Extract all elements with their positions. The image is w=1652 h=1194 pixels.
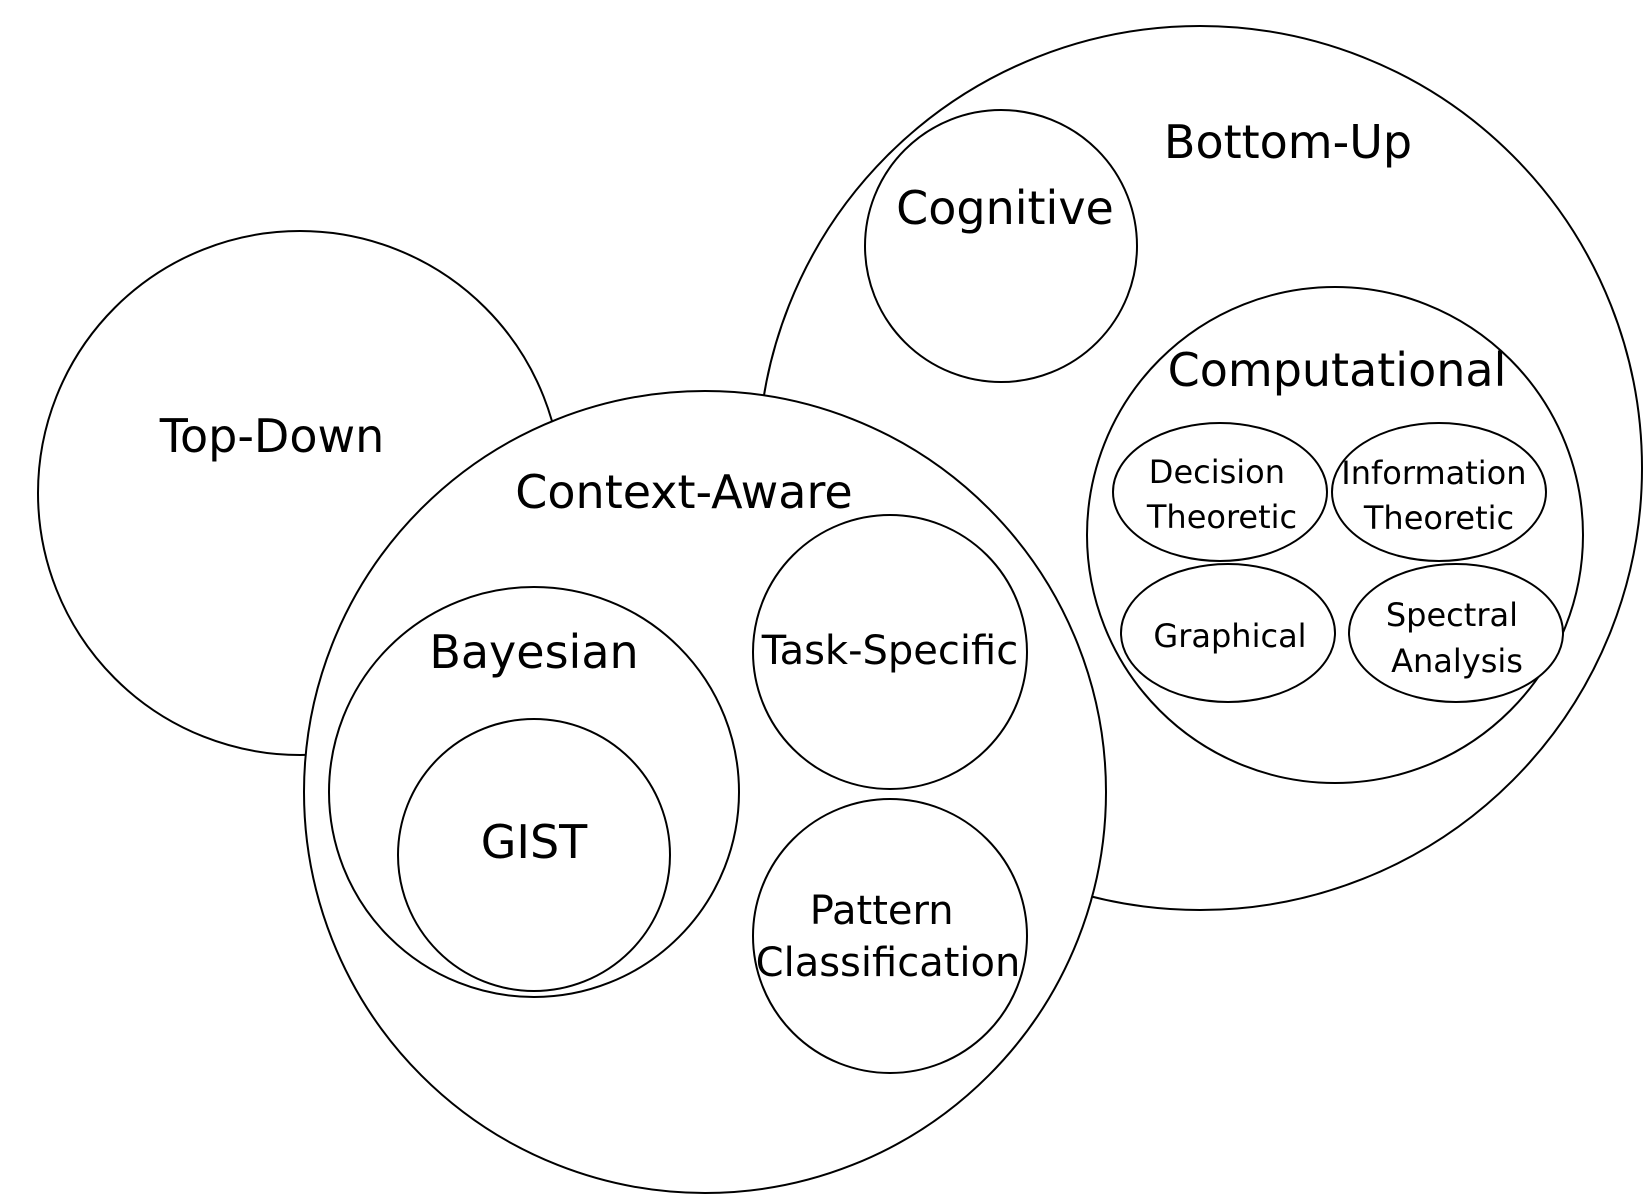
context-aware-label: Context-Aware <box>515 465 852 519</box>
spectral-analysis-label: Spectral Analysis <box>1386 596 1528 680</box>
information-theoretic-ellipse <box>1331 422 1547 562</box>
task-specific-circle <box>752 514 1028 790</box>
top-down-label: Top-Down <box>159 409 385 463</box>
cognitive-label: Cognitive <box>896 181 1114 235</box>
computational-label: Computational <box>1168 343 1507 397</box>
decision-theoretic-label: Decision Theoretic <box>1146 453 1297 536</box>
gist-label: GIST <box>481 815 588 869</box>
spectral-analysis-ellipse <box>1348 563 1564 703</box>
bottom-up-label: Bottom-Up <box>1164 115 1412 169</box>
pattern-classification-label: Pattern Classification <box>756 888 1021 986</box>
graphical-ellipse <box>1120 563 1336 703</box>
gist-circle <box>397 718 671 992</box>
task-specific-label: Task-Specific <box>761 628 1018 674</box>
pattern-classification-circle <box>752 798 1028 1074</box>
bayesian-label: Bayesian <box>429 625 638 679</box>
information-theoretic-label: Information Theoretic <box>1341 454 1536 537</box>
decision-theoretic-ellipse <box>1112 422 1328 562</box>
graphical-label: Graphical <box>1153 617 1306 655</box>
cognitive-circle <box>864 109 1138 383</box>
